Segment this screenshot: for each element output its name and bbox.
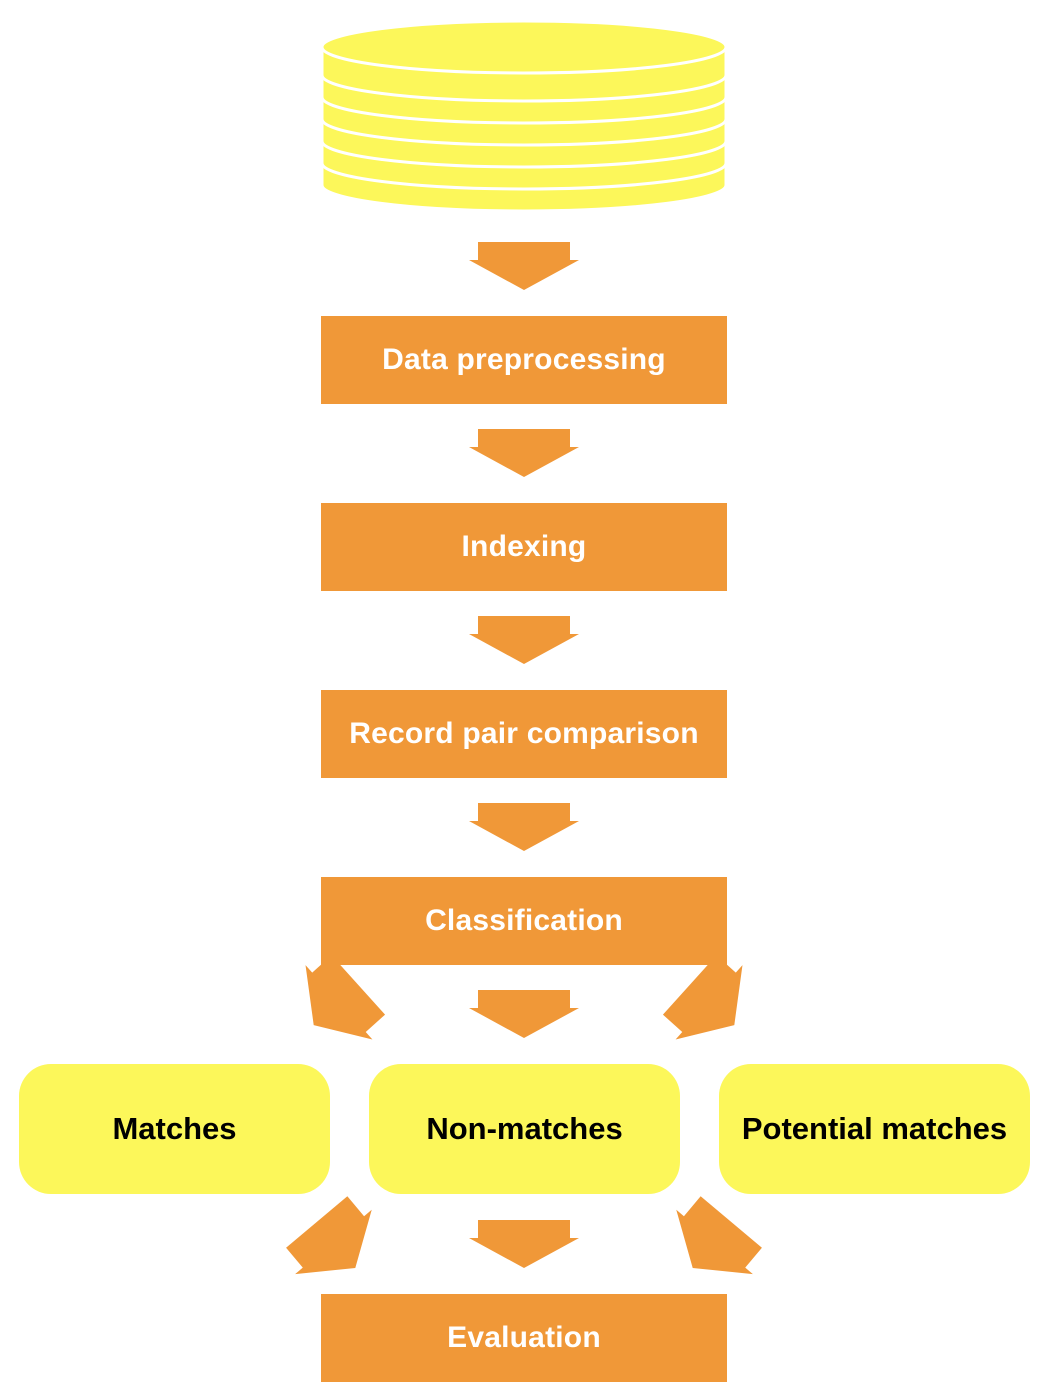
arrow-diagonal-icon (286, 1196, 372, 1275)
step-record-pair-comparison: Record pair comparison (321, 690, 727, 778)
arrow-down-icon (469, 429, 579, 477)
outcome-label: Potential matches (741, 1111, 1008, 1146)
outcome-label: Matches (112, 1111, 237, 1146)
step-classification: Classification (321, 877, 727, 965)
outcome-matches: Matches (19, 1064, 330, 1194)
arrow-down-icon (469, 990, 579, 1038)
step-label: Classification (425, 904, 623, 937)
arrow-diagonal-icon (676, 1196, 762, 1275)
step-label: Indexing (461, 530, 587, 563)
arrow-down-icon (469, 1220, 579, 1268)
step-label: Record pair comparison (349, 717, 699, 750)
step-label: Data preprocessing (382, 343, 666, 376)
outcome-non-matches: Non-matches (369, 1064, 680, 1194)
database-icon (320, 19, 728, 213)
step-data-preprocessing: Data preprocessing (321, 316, 727, 404)
arrow-diagonal-icon (305, 955, 386, 1040)
arrow-down-icon (469, 242, 579, 290)
step-evaluation: Evaluation (321, 1294, 727, 1382)
arrow-down-icon (469, 803, 579, 851)
outcome-potential-matches: Potential matches (719, 1064, 1030, 1194)
arrow-diagonal-icon (662, 955, 743, 1040)
arrow-down-icon (469, 616, 579, 664)
outcome-label: Non-matches (426, 1111, 623, 1146)
arrows-group (286, 242, 762, 1275)
database-top (320, 19, 728, 75)
step-label: Evaluation (447, 1321, 601, 1354)
step-indexing: Indexing (321, 503, 727, 591)
